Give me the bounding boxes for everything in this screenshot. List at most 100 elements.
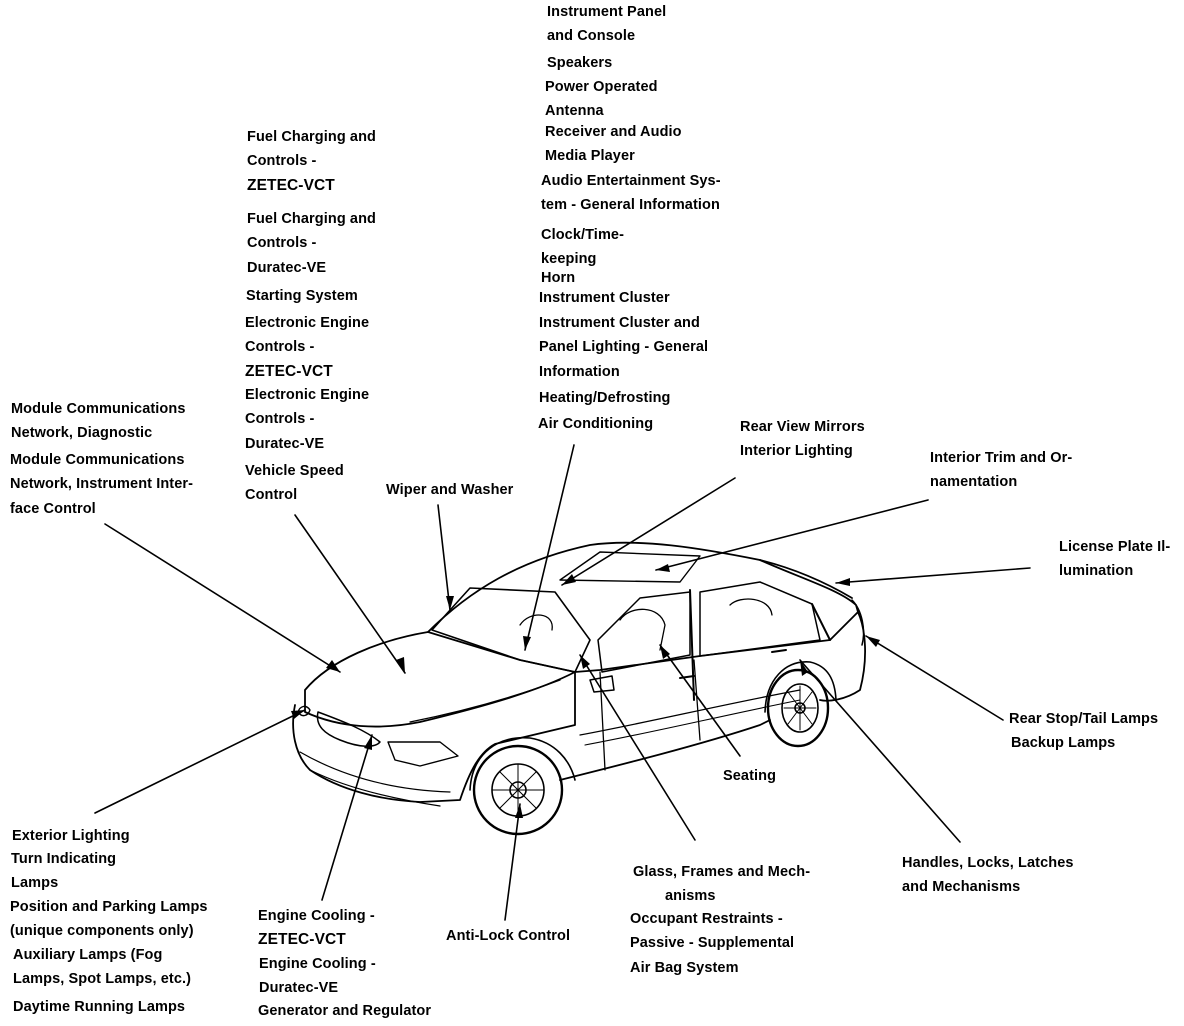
rear-wheel-arch xyxy=(764,661,837,713)
label-line: Air Bag System xyxy=(630,959,739,976)
label-license-plate: License Plate Il- lumination xyxy=(1059,535,1170,584)
label-line: and Mechanisms xyxy=(902,879,1021,896)
label-line: Module Communications xyxy=(11,401,186,417)
label-interior-trim: Interior Trim and Or- namentation xyxy=(930,446,1072,495)
label-line: Glass, Frames and Mech- xyxy=(633,864,811,880)
label-line: face Control xyxy=(10,500,96,517)
fog-lamp xyxy=(297,705,311,717)
body-side-molding-2 xyxy=(584,699,801,746)
label-seating: Seating xyxy=(723,764,776,788)
label-line: Receiver and Audio xyxy=(545,124,682,140)
label-line: ZETEC-VCT xyxy=(247,176,335,194)
label-engine-cooling-duratec: Engine Cooling - Duratec-VE xyxy=(259,952,376,1001)
rear-deck xyxy=(759,559,859,613)
label-audio-general: Audio Entertainment Sys- tem - General I… xyxy=(541,169,721,218)
label-line: Duratec-VE xyxy=(247,259,327,276)
hood-crease xyxy=(409,679,561,723)
door-handle-rear xyxy=(771,649,787,653)
leader-engine-cooling xyxy=(321,734,373,901)
label-clock: Clock/Time- keeping xyxy=(541,223,624,272)
arrowhead xyxy=(562,574,576,585)
label-line: Starting System xyxy=(246,288,358,304)
label-line: Antenna xyxy=(545,103,604,120)
b-pillar xyxy=(689,589,695,701)
label-line: Heating/Defrosting xyxy=(539,390,671,406)
label-line: Controls - xyxy=(245,411,315,428)
label-restraints: Occupant Restraints - Passive - Suppleme… xyxy=(630,907,794,980)
tail-lamp xyxy=(851,599,865,646)
label-generator: Generator and Regulator xyxy=(258,999,431,1023)
rear-seat xyxy=(729,598,773,616)
leader-vehicle-speed xyxy=(294,514,406,674)
arrowhead xyxy=(326,660,340,672)
side-mirror xyxy=(589,675,615,693)
label-line: Rear Stop/Tail Lamps xyxy=(1009,711,1159,727)
label-line: (unique components only) xyxy=(10,923,194,940)
label-line: lumination xyxy=(1059,563,1134,580)
label-line: Network, Diagnostic xyxy=(11,425,153,442)
label-engine-cooling-zetec: Engine Cooling - ZETEC-VCT xyxy=(258,904,375,953)
label-aux-lamps: Auxiliary Lamps (Fog Lamps, Spot Lamps, … xyxy=(13,943,191,992)
label-line: Instrument Cluster and xyxy=(539,315,700,331)
label-line: Lamps xyxy=(11,875,59,892)
label-line: ZETEC-VCT xyxy=(245,362,333,380)
label-line: Instrument Panel xyxy=(547,4,667,20)
leader-exterior-lighting xyxy=(94,709,306,814)
leader-lines xyxy=(94,444,1031,921)
label-heating: Heating/Defrosting xyxy=(539,386,671,410)
door-handle-front xyxy=(679,675,695,679)
label-line: keeping xyxy=(541,251,597,268)
arrowhead xyxy=(523,636,531,650)
label-line: Information xyxy=(539,363,620,380)
label-line: Power Operated xyxy=(545,79,658,95)
arrowhead xyxy=(396,657,405,673)
leader-instrument-panel xyxy=(524,444,575,651)
label-line: Anti-Lock Control xyxy=(446,928,571,944)
label-position-lamps: Position and Parking Lamps (unique compo… xyxy=(10,895,208,944)
label-line: and Console xyxy=(547,28,636,45)
label-glass: Glass, Frames and Mech- anisms xyxy=(633,860,810,909)
arrowhead xyxy=(515,804,523,818)
arrowhead xyxy=(836,578,850,586)
label-wiper: Wiper and Washer xyxy=(386,478,513,502)
arrowhead xyxy=(656,564,670,572)
label-line: Lamps, Spot Lamps, etc.) xyxy=(13,971,192,988)
arrowhead xyxy=(800,660,808,676)
front-door-window xyxy=(597,591,691,673)
windshield xyxy=(431,587,591,673)
label-line: Fuel Charging and xyxy=(247,129,376,145)
label-instrument-cluster: Instrument Cluster xyxy=(539,286,670,310)
leader-module-comms xyxy=(104,523,341,673)
label-vehicle-speed: Vehicle Speed Control xyxy=(245,459,344,508)
label-line: Network, Instrument Inter- xyxy=(10,476,194,493)
leader-seating xyxy=(659,644,741,757)
headlamp xyxy=(387,741,459,767)
rear-door-window xyxy=(699,581,821,657)
label-line: Controls - xyxy=(247,235,317,252)
label-turn-lamps: Turn Indicating Lamps xyxy=(11,847,116,896)
c-pillar xyxy=(811,603,831,641)
bumper-line-2 xyxy=(309,769,441,807)
label-line: Turn Indicating xyxy=(11,851,117,867)
label-line: Auxiliary Lamps (Fog xyxy=(13,947,163,963)
label-cluster-lighting: Instrument Cluster and Panel Lighting - … xyxy=(539,311,708,384)
label-line: Duratec-VE xyxy=(245,435,325,452)
label-line: Controls - xyxy=(245,339,315,356)
label-line: Instrument Cluster xyxy=(539,290,670,306)
label-eec-duratec: Electronic Engine Controls - Duratec-VE xyxy=(245,383,369,456)
label-line: Position and Parking Lamps xyxy=(10,899,208,915)
label-line: Control xyxy=(245,487,298,504)
arrowhead xyxy=(364,735,372,750)
rear-wheel xyxy=(766,668,830,748)
label-abs: Anti-Lock Control xyxy=(446,924,570,948)
label-line: Occupant Restraints - xyxy=(630,911,783,927)
door-line-front xyxy=(599,671,606,771)
label-exterior-lighting: Exterior Lighting xyxy=(12,824,130,848)
label-line: License Plate Il- xyxy=(1059,539,1171,555)
label-line: anisms xyxy=(665,888,716,905)
front-seat xyxy=(619,608,666,651)
label-module-instrument: Module Communications Network, Instrumen… xyxy=(10,448,193,521)
label-line: Clock/Time- xyxy=(541,227,625,243)
label-line: Horn xyxy=(541,270,576,286)
